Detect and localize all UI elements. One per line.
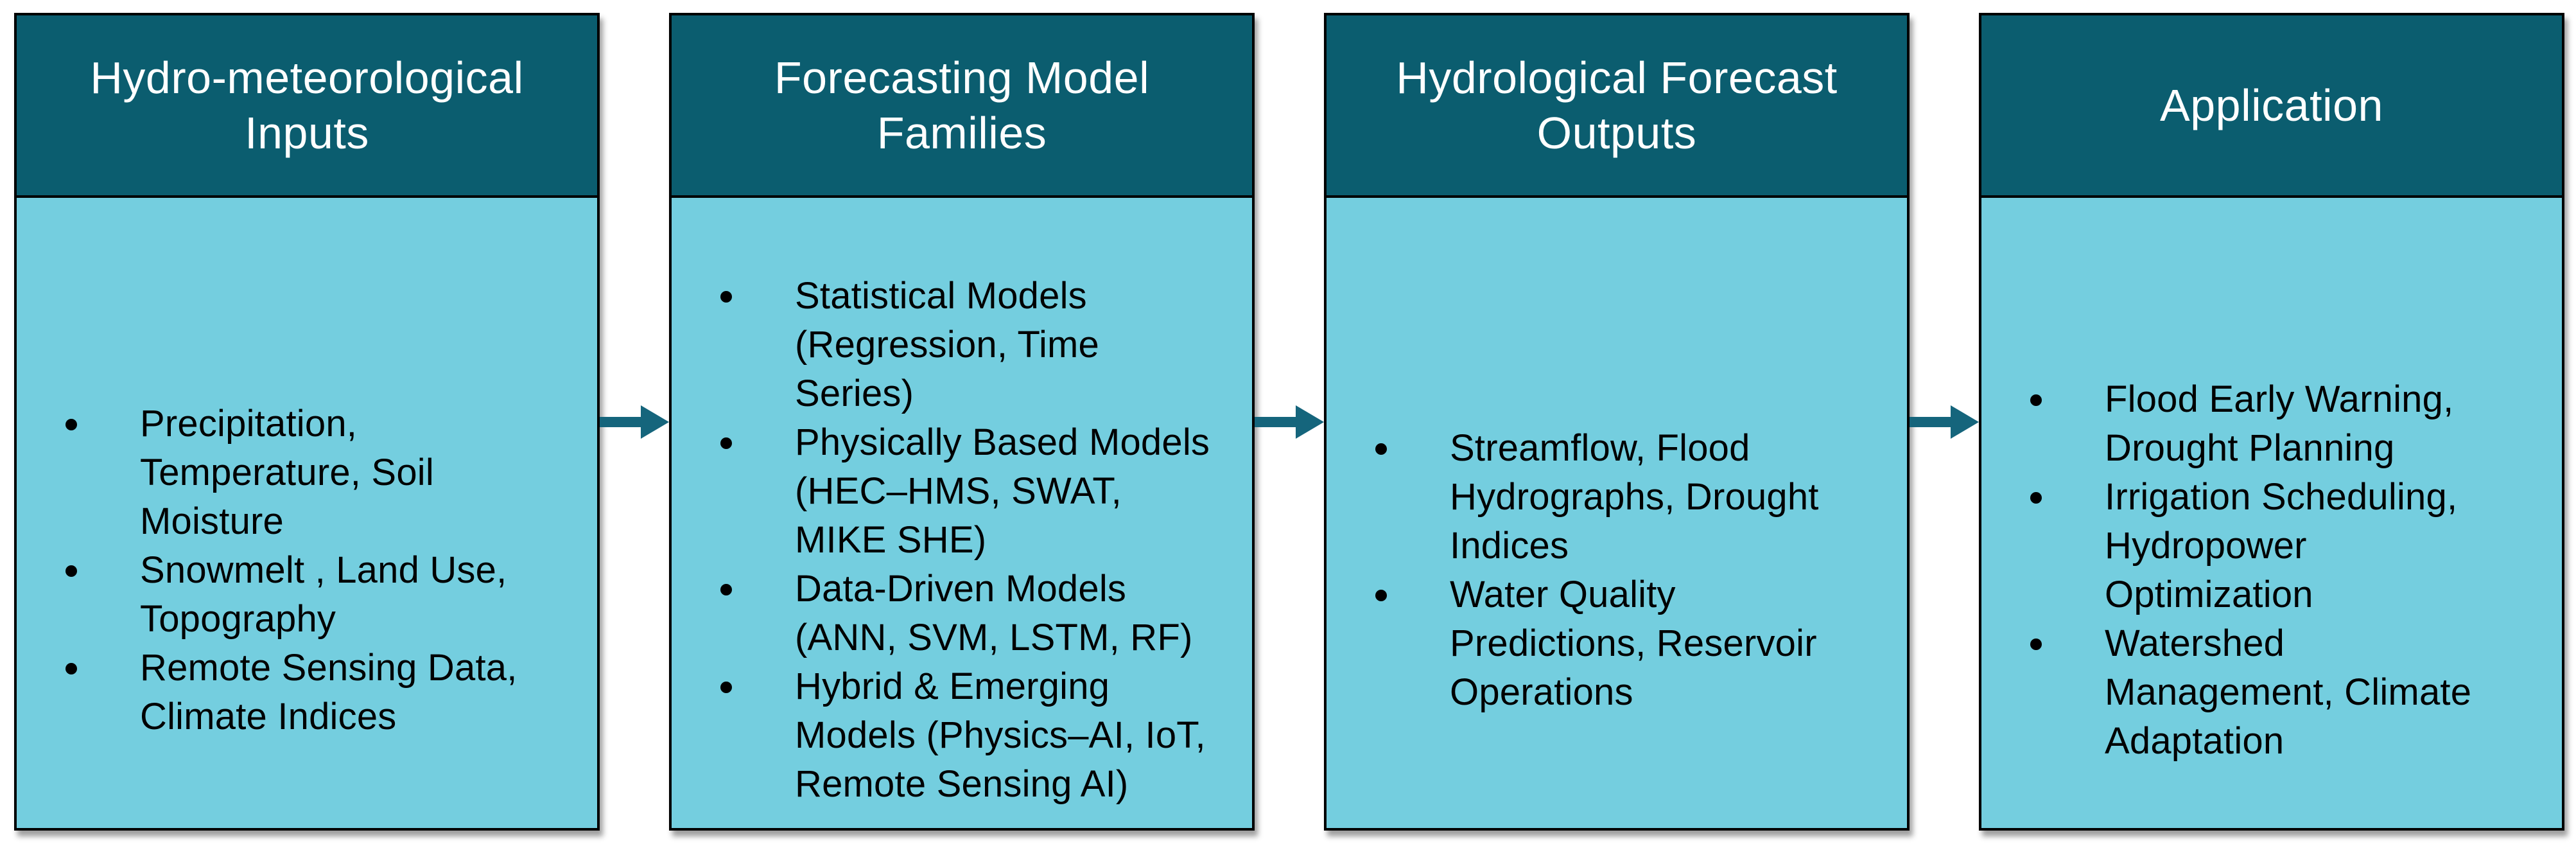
list-item: Streamflow, Flood Hydrographs, Drought I…	[1375, 424, 1889, 570]
box-body: Streamflow, Flood Hydrographs, Drought I…	[1327, 198, 1907, 828]
box-body: Precipitation, Temperature, Soil Moistur…	[17, 198, 597, 828]
box-title: Hydrological Forecast Outputs	[1396, 53, 1838, 158]
flow-box-hydro-meteorological-inputs: Hydro-meteorological Inputs Precipitatio…	[14, 13, 600, 831]
list-item: Irrigation Scheduling, Hydropower Optimi…	[2030, 473, 2544, 619]
bullet-list: Streamflow, Flood Hydrographs, Drought I…	[1327, 424, 1889, 717]
bullet-dot-icon	[720, 583, 732, 595]
flow-arrow	[1255, 13, 1324, 831]
bullet-dot-icon	[2030, 394, 2042, 406]
list-item: Water Quality Predictions, Reservoir Ope…	[1375, 570, 1889, 717]
bullet-dot-icon	[720, 681, 732, 693]
bullet-text: Hybrid & Emerging Models (Physics–AI, Io…	[795, 665, 1206, 805]
flow-box-hydrological-forecast-outputs: Hydrological Forecast Outputs Streamflow…	[1324, 13, 1910, 831]
bullet-text: Irrigation Scheduling, Hydropower Optimi…	[2105, 475, 2458, 615]
list-item: Snowmelt , Land Use, Topography	[65, 546, 579, 644]
list-item: Statistical Models (Regression, Time Ser…	[720, 272, 1234, 418]
bullet-list: Precipitation, Temperature, Soil Moistur…	[17, 400, 579, 741]
bullet-dot-icon	[1375, 443, 1387, 455]
bullet-dot-icon	[2030, 491, 2042, 504]
box-header: Forecasting Model Families	[672, 15, 1252, 198]
bullet-dot-icon	[65, 418, 77, 430]
flow-arrow	[1910, 13, 1979, 831]
bullet-text: Watershed Management, Climate Adaptation	[2105, 622, 2472, 762]
box-title: Forecasting Model Families	[774, 53, 1150, 158]
bullet-list: Flood Early Warning, Drought Planning Ir…	[1981, 375, 2544, 766]
box-header: Hydrological Forecast Outputs	[1327, 15, 1907, 198]
list-item: Physically Based Models (HEC–HMS, SWAT, …	[720, 418, 1234, 565]
right-arrow-icon	[600, 405, 669, 439]
list-item: Flood Early Warning, Drought Planning	[2030, 375, 2544, 473]
box-body: Statistical Models (Regression, Time Ser…	[672, 198, 1252, 828]
flow-box-application: Application Flood Early Warning, Drought…	[1979, 13, 2564, 831]
bullet-text: Precipitation, Temperature, Soil Moistur…	[140, 402, 434, 542]
bullet-dot-icon	[65, 565, 77, 577]
list-item: Data-Driven Models (ANN, SVM, LSTM, RF)	[720, 565, 1234, 662]
bullet-text: Statistical Models (Regression, Time Ser…	[795, 274, 1099, 414]
bullet-text: Data-Driven Models (ANN, SVM, LSTM, RF)	[795, 567, 1193, 658]
bullet-dot-icon	[720, 290, 732, 303]
bullet-dot-icon	[720, 437, 732, 449]
bullet-dot-icon	[2030, 638, 2042, 650]
bullet-text: Flood Early Warning, Drought Planning	[2105, 378, 2454, 469]
bullet-text: Remote Sensing Data, Climate Indices	[140, 646, 518, 737]
bullet-text: Physically Based Models (HEC–HMS, SWAT, …	[795, 421, 1210, 561]
box-title: Application	[2160, 80, 2383, 130]
bullet-text: Water Quality Predictions, Reservoir Ope…	[1450, 573, 1817, 713]
box-body: Flood Early Warning, Drought Planning Ir…	[1981, 198, 2562, 828]
list-item: Hybrid & Emerging Models (Physics–AI, Io…	[720, 662, 1234, 809]
flow-arrow	[600, 13, 669, 831]
flow-box-forecasting-model-families: Forecasting Model Families Statistical M…	[669, 13, 1255, 831]
right-arrow-icon	[1255, 405, 1324, 439]
list-item: Precipitation, Temperature, Soil Moistur…	[65, 400, 579, 546]
bullet-dot-icon	[1375, 589, 1387, 601]
box-header: Hydro-meteorological Inputs	[17, 15, 597, 198]
bullet-list: Statistical Models (Regression, Time Ser…	[672, 272, 1234, 809]
bullet-dot-icon	[65, 662, 77, 674]
list-item: Watershed Management, Climate Adaptation	[2030, 619, 2544, 766]
bullet-text: Snowmelt , Land Use, Topography	[140, 549, 507, 640]
list-item: Remote Sensing Data, Climate Indices	[65, 644, 579, 741]
box-title: Hydro-meteorological Inputs	[90, 53, 524, 158]
right-arrow-icon	[1910, 405, 1979, 439]
box-header: Application	[1981, 15, 2562, 198]
bullet-text: Streamflow, Flood Hydrographs, Drought I…	[1450, 427, 1819, 567]
